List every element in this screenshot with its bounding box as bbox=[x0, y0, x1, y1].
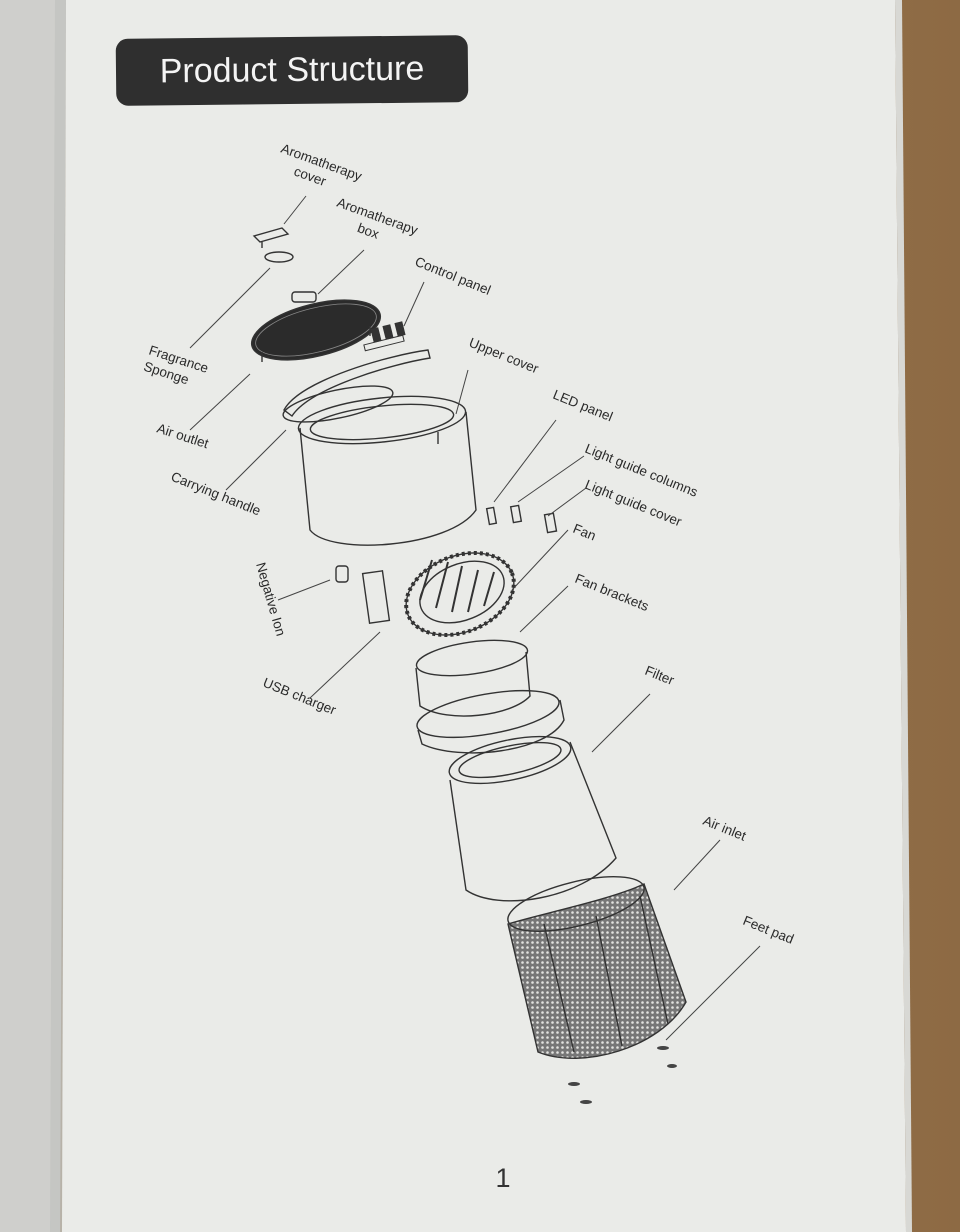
control-panel-part bbox=[363, 321, 406, 352]
negative-ion-part bbox=[335, 565, 349, 583]
fragrance-sponge-part bbox=[264, 251, 294, 263]
air-outlet-part bbox=[250, 299, 382, 362]
air-inlet-part bbox=[507, 876, 687, 1059]
usb-charger-part bbox=[361, 570, 391, 624]
feet-pad-part bbox=[568, 1046, 677, 1104]
manual-page bbox=[62, 0, 906, 1232]
left-page-edge bbox=[0, 0, 66, 1232]
aromatherapy-box-part bbox=[291, 291, 317, 303]
upper-cover-part bbox=[297, 395, 477, 546]
exploded-diagram bbox=[250, 227, 687, 1104]
fan-brackets-part bbox=[415, 639, 565, 754]
fan-part bbox=[404, 550, 516, 638]
leader-lines bbox=[189, 195, 761, 1041]
light-guide-cover-part bbox=[543, 512, 558, 534]
aromatherapy-cover-part bbox=[252, 227, 290, 248]
carrying-handle-part bbox=[282, 349, 431, 423]
page-right-edge bbox=[895, 0, 912, 1232]
page-number: 1 bbox=[495, 1163, 511, 1193]
page-title: Product Structure bbox=[115, 35, 469, 106]
light-guide-columns-part bbox=[509, 504, 523, 524]
filter-part bbox=[448, 735, 617, 902]
led-panel-part bbox=[485, 506, 498, 526]
